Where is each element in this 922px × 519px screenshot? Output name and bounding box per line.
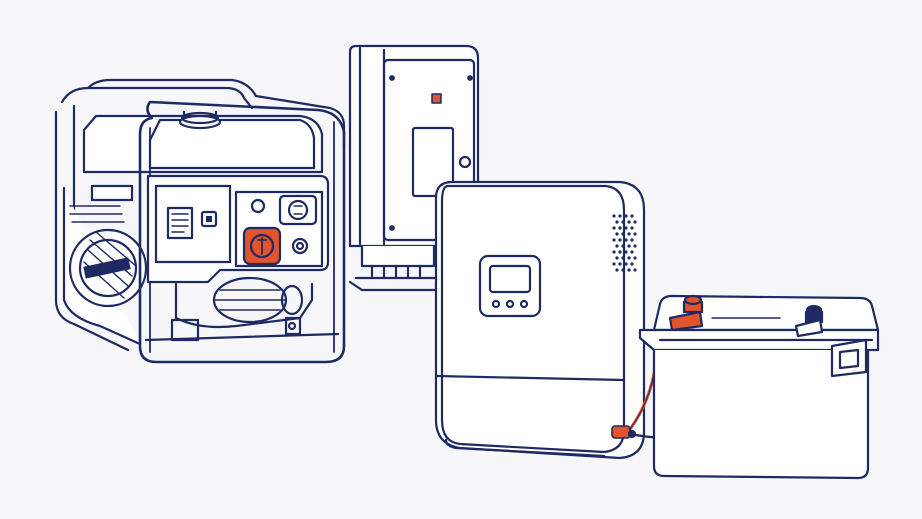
portable-generator [54, 78, 346, 364]
vent-hole [621, 220, 625, 224]
vent-hole [627, 232, 631, 236]
cable-connector-icon [611, 425, 631, 439]
positive-terminal-icon [668, 294, 704, 332]
vent-hole [633, 268, 637, 272]
vent-hole [624, 262, 628, 266]
inverter-display [478, 254, 542, 318]
inverter-charger [434, 180, 646, 460]
vent-hole [612, 226, 616, 230]
vent-hole [621, 232, 625, 236]
vent-hole [624, 250, 628, 254]
negative-terminal-icon [794, 304, 824, 338]
vent-hole [612, 238, 616, 242]
outlet-icon [278, 194, 318, 226]
vent-hole [633, 232, 637, 236]
starter-label [83, 257, 131, 279]
vent-hole [615, 268, 619, 272]
switch-icon [200, 210, 218, 228]
battery [638, 294, 880, 480]
vent-hole [630, 262, 634, 266]
vent-hole [624, 226, 628, 230]
vent-hole [618, 250, 622, 254]
vent-hole [612, 250, 616, 254]
button-icon [519, 299, 529, 309]
vent-hole [630, 250, 634, 254]
button-icon [491, 299, 501, 309]
vent-hole [615, 220, 619, 224]
vent-hole [630, 226, 634, 230]
button-icon [505, 299, 515, 309]
vent-hole [615, 244, 619, 248]
vent-hole [624, 214, 628, 218]
breaker-icon [250, 198, 266, 214]
vent-hole [624, 238, 628, 242]
vent-hole [633, 220, 637, 224]
vent-hole [618, 214, 622, 218]
vent-hole [627, 268, 631, 272]
panel-knob-icon [458, 155, 472, 169]
vent-hole [621, 268, 625, 272]
vent-hole [627, 220, 631, 224]
panel-info-plate [166, 206, 194, 240]
vent-hole [615, 256, 619, 260]
vent-hole [627, 244, 631, 248]
vent-hole [612, 214, 616, 218]
vent-grille [612, 214, 637, 272]
vent-hole [621, 256, 625, 260]
vent-hole [618, 226, 622, 230]
vent-hole [630, 214, 634, 218]
vent-hole [612, 262, 616, 266]
vent-hole [615, 232, 619, 236]
vent-hole [618, 238, 622, 242]
vent-hole [621, 244, 625, 248]
vent-hole [618, 262, 622, 266]
vent-hole [633, 256, 637, 260]
vent-hole [627, 256, 631, 260]
vent-hole [633, 244, 637, 248]
panel-indicator-light [431, 93, 442, 104]
ground-knob-icon [291, 237, 309, 255]
vent-hole [630, 238, 634, 242]
panel-window [411, 126, 455, 198]
